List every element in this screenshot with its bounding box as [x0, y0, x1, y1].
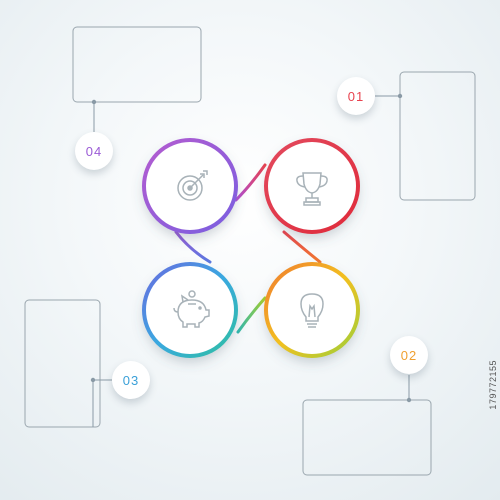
circle-links	[174, 163, 322, 334]
step-number-02: 02	[400, 347, 418, 363]
step-circle-03	[142, 262, 238, 358]
link-01-02	[282, 230, 322, 264]
step-circle-02	[264, 262, 360, 358]
step-badge-04: 04	[75, 132, 113, 170]
step-number-01: 01	[347, 88, 365, 104]
text-box-02	[302, 399, 432, 476]
step-badge-03: 03	[112, 361, 150, 399]
step-badge-01: 01	[337, 77, 375, 115]
step-circle-04	[142, 138, 238, 234]
target-icon	[177, 170, 208, 201]
lightbulb-icon	[300, 293, 324, 328]
text-box-03	[24, 299, 101, 428]
step-number-04: 04	[85, 143, 103, 159]
trophy-icon	[296, 172, 328, 206]
link-02-03	[236, 296, 267, 334]
piggy-bank-icon	[173, 290, 210, 328]
connector-dots	[90, 93, 412, 403]
text-box-01	[399, 71, 476, 201]
connector-lines	[92, 95, 410, 427]
step-number-03: 03	[122, 372, 140, 388]
step-badge-02: 02	[390, 336, 428, 374]
link-04-01	[234, 163, 267, 202]
link-04-03	[174, 230, 212, 264]
step-circle-01	[264, 138, 360, 234]
stock-id-watermark: 179772155	[488, 360, 498, 410]
text-box-04	[72, 26, 202, 103]
